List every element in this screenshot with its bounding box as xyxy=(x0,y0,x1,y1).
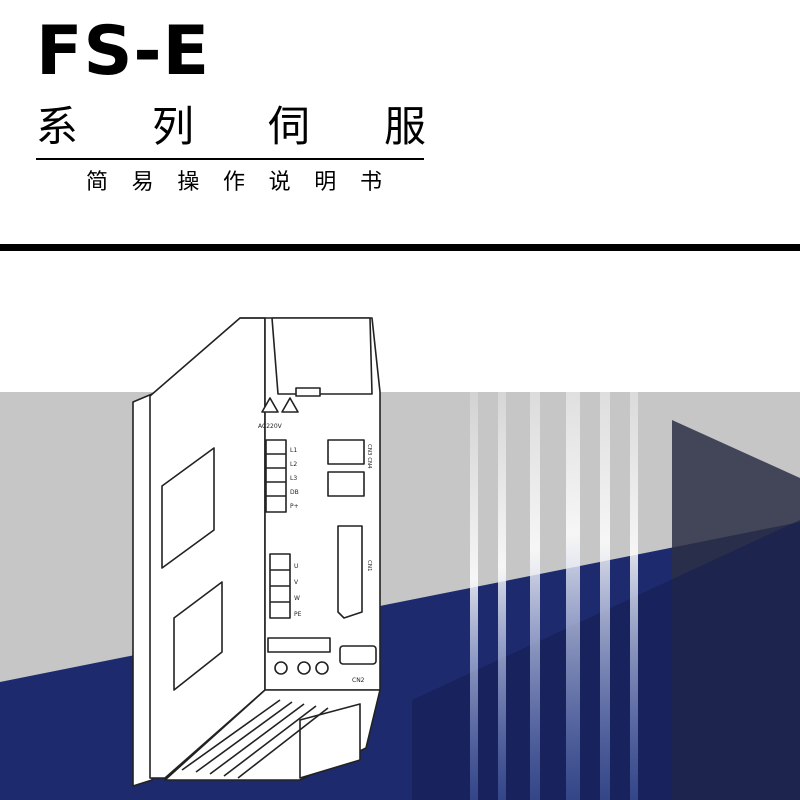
caption-char: 明 xyxy=(314,170,337,195)
subtitle-char: 服 xyxy=(383,102,426,151)
caption-char: 简 xyxy=(86,170,109,195)
terminal-label-w: W xyxy=(294,595,300,602)
cn2-label: CN2 xyxy=(352,677,365,684)
terminal-label-l2: L2 xyxy=(290,461,297,468)
light-stripe xyxy=(498,334,506,800)
terminal-label-l1: L1 xyxy=(290,447,297,454)
light-stripe xyxy=(566,268,580,800)
heatsink-fin xyxy=(181,699,281,771)
divider-band xyxy=(0,244,800,251)
ground-screw xyxy=(274,661,288,675)
cn2-connector xyxy=(339,645,377,665)
light-stripe xyxy=(630,306,638,800)
side-vent xyxy=(161,447,215,569)
heatsink-fin xyxy=(195,701,293,773)
cn3-cn4-label: CN3 CN4 xyxy=(366,444,372,469)
label-plate xyxy=(267,637,331,653)
cn3-port xyxy=(327,439,365,465)
caption-char: 书 xyxy=(359,170,382,195)
terminal-label-p: P+ xyxy=(290,503,299,510)
caption-char: 易 xyxy=(131,170,154,195)
cn1-connector xyxy=(337,525,363,619)
terminal-label-v: V xyxy=(294,579,299,586)
heatsink-fin xyxy=(209,703,305,775)
warning-icon xyxy=(281,397,299,413)
terminal-label-l3: L3 xyxy=(290,475,297,482)
manual-title: FS-E xyxy=(36,12,211,91)
cover-artwork: AC220V L1 L2 L3 DB P+ U V W PE CN3 CN4 C… xyxy=(0,268,800,800)
warning-icon xyxy=(261,397,279,413)
title-underline xyxy=(36,158,424,160)
ground-screw xyxy=(297,661,311,675)
heatsink-fin xyxy=(237,707,329,779)
caption-char: 作 xyxy=(222,170,245,195)
ground-screw xyxy=(315,661,329,675)
heatsink-fin xyxy=(223,705,317,777)
light-stripes xyxy=(470,268,638,800)
voltage-label: AC220V xyxy=(258,423,283,430)
subtitle-char: 伺 xyxy=(267,102,310,151)
cn4-port xyxy=(327,471,365,497)
caption-char: 说 xyxy=(268,170,291,195)
cover-slot xyxy=(295,387,321,397)
light-stripe xyxy=(600,284,610,800)
subtitle-char: 系 xyxy=(36,102,79,151)
servo-drive-illustration xyxy=(132,317,381,787)
manual-caption: 简 易 操 作 说 明 书 xyxy=(86,172,382,194)
manual-subtitle: 系 列 伺 服 xyxy=(36,106,426,148)
caption-char: 操 xyxy=(177,170,200,195)
top-cover xyxy=(271,317,373,395)
power-terminal-block xyxy=(265,439,287,513)
terminal-label-u: U xyxy=(294,563,298,570)
heatsink-fin-block xyxy=(299,703,361,779)
mounting-flange xyxy=(132,393,153,787)
terminal-label-db: DB xyxy=(290,489,299,496)
terminal-label-pe: PE xyxy=(294,611,302,618)
subtitle-char: 列 xyxy=(151,102,194,151)
side-vent xyxy=(173,581,223,691)
cn1-label: CN1 xyxy=(366,560,372,571)
light-stripe xyxy=(470,356,478,800)
light-stripe xyxy=(530,300,540,800)
